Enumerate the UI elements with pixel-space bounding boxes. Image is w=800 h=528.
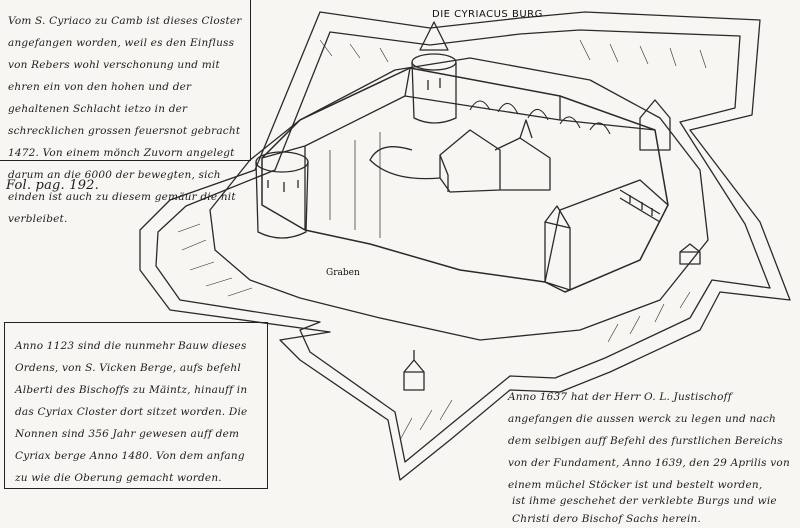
bottom-left-inscription-box: Anno 1123 sind die nunmehr Bauw dieses O… <box>4 322 268 489</box>
top-left-inscription: Vom S. Cyriaco zu Camb ist dieses Closte… <box>8 15 242 225</box>
moat-label: Graben <box>326 268 360 278</box>
moat-bank <box>209 57 709 341</box>
bottom-left-inscription: Anno 1123 sind die nunmehr Bauw dieses O… <box>15 340 248 484</box>
central-buildings <box>439 129 501 193</box>
bastion-chapel <box>403 350 425 391</box>
outer-earthwork <box>139 11 791 481</box>
drawing-title: DIE CYRIACUS BURG <box>432 9 543 20</box>
drawbridge <box>619 189 661 223</box>
bottom-note: ist ihme geschehet der verklebte Burgs u… <box>512 495 777 525</box>
top-left-inscription-box: Vom S. Cyriaco zu Camb ist dieses Closte… <box>0 0 251 225</box>
arcade <box>469 100 611 135</box>
bottom-right-inscription: Anno 1637 hat der Herr O. L. Justischoff… <box>508 391 790 491</box>
margin-note: Fol. pag. 192. <box>6 178 99 193</box>
castle-walls <box>261 67 669 293</box>
